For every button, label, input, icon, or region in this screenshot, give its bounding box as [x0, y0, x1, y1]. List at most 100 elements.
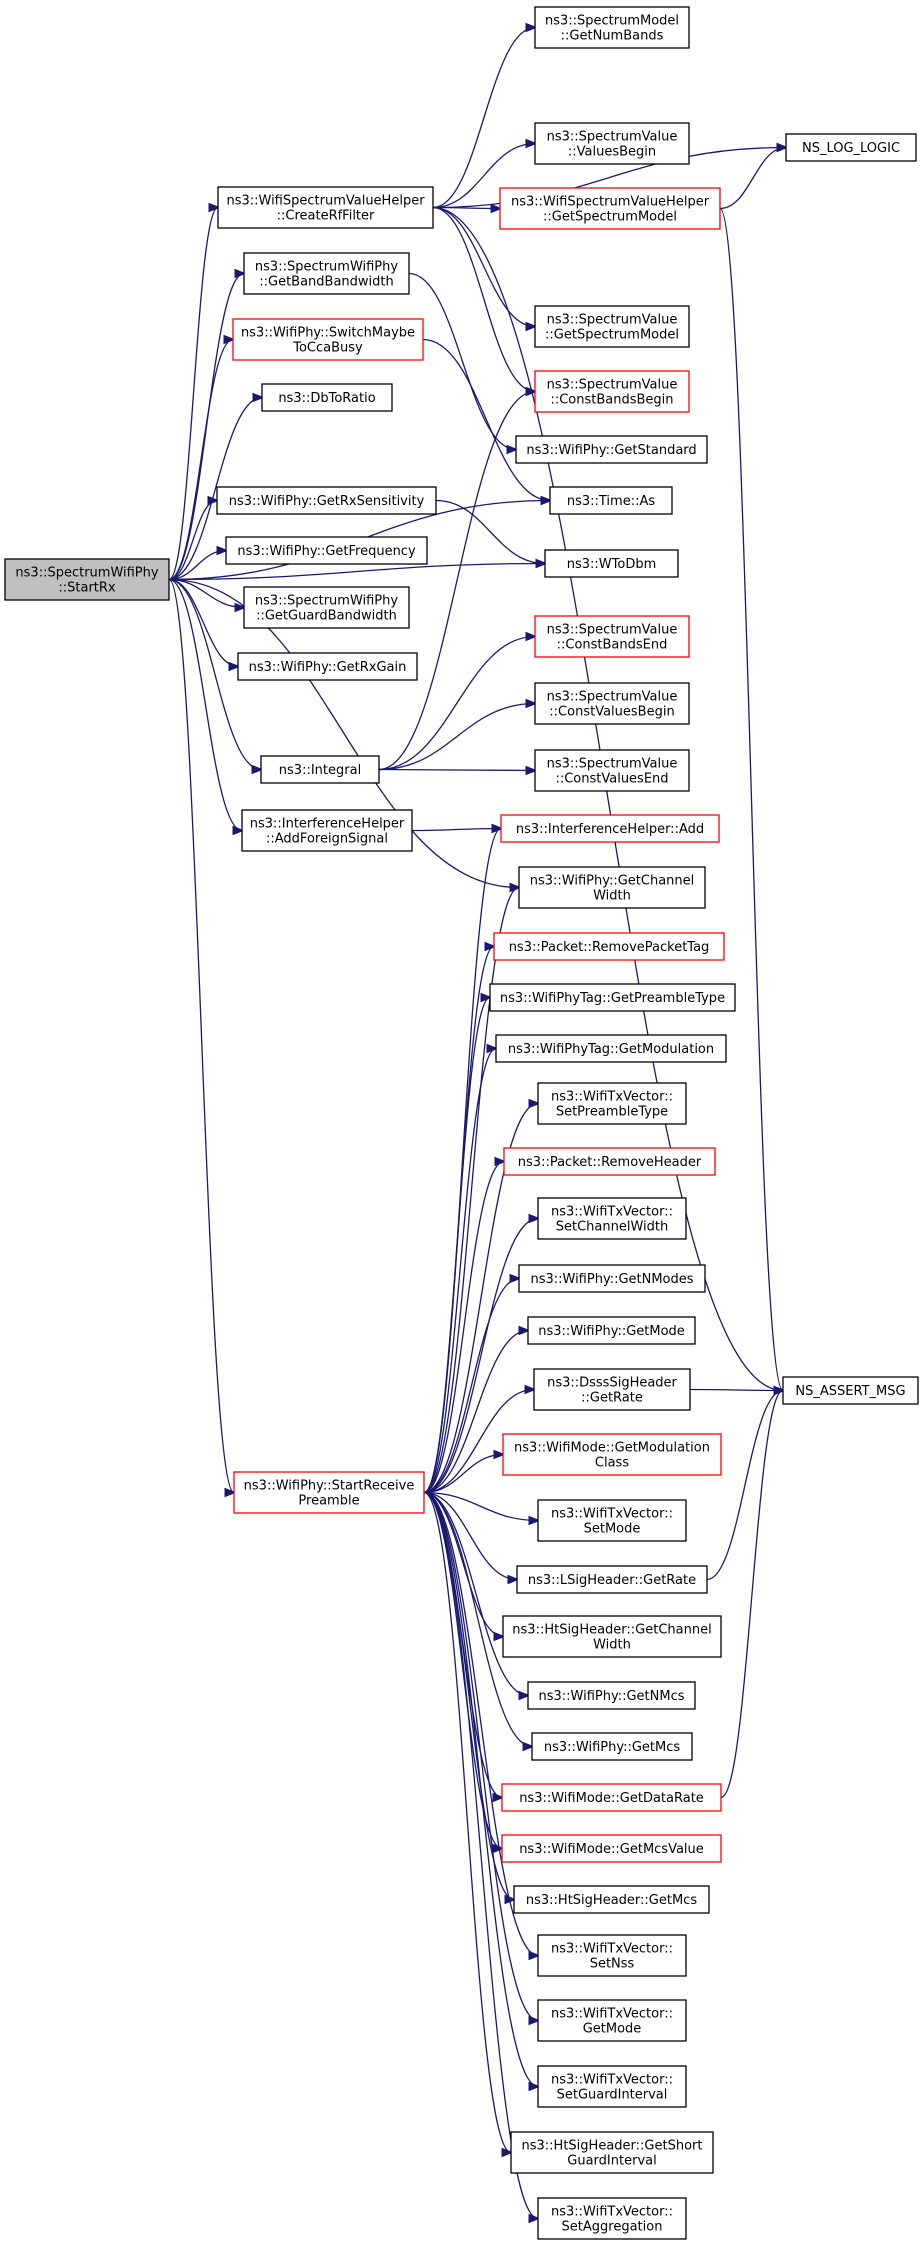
node-box [782, 1376, 919, 1405]
node-set-guard-interval[interactable]: ns3::WifiTxVector::SetGuardInterval [537, 2065, 687, 2108]
node-get-num-bands[interactable]: ns3::SpectrumModel::GetNumBands [534, 6, 690, 49]
node-label-line: ns3::WifiMode::GetMcsValue [519, 1842, 704, 1857]
node-label-line: ns3::SpectrumValue [547, 623, 678, 638]
node-label-line: ns3::WifiPhyTag::GetPreambleType [500, 991, 725, 1006]
node-const-bands-begin[interactable]: ns3::SpectrumValue::ConstBandsBegin [534, 370, 690, 413]
node-const-bands-end[interactable]: ns3::SpectrumValue::ConstBandsEnd [534, 615, 690, 658]
node-create-rf-filter[interactable]: ns3::WifiSpectrumValueHelper::CreateRfFi… [217, 186, 434, 229]
node-get-band-bandwidth[interactable]: ns3::SpectrumWifiPhy::GetBandBandwidth [243, 252, 410, 295]
node-ns-assert-msg[interactable]: NS_ASSERT_MSG [782, 1376, 919, 1405]
edge-switch_maybe_cca-to-time_as [422, 338, 550, 501]
node-label-line: Width [593, 1638, 631, 1653]
node-label-line: ns3::WifiPhy::GetRxGain [249, 660, 407, 675]
edge-start_receive_preamble-to-get_mode [423, 1331, 528, 1494]
node-label-line: ::StartRx [58, 581, 116, 596]
node-get-rx-gain[interactable]: ns3::WifiPhy::GetRxGain [237, 652, 418, 681]
node-box [785, 133, 917, 162]
edge-get_band_bandwidth-to-get_standard [408, 272, 516, 450]
node-ns-log-logic[interactable]: NS_LOG_LOGIC [785, 133, 917, 162]
node-lsig-get-rate[interactable]: ns3::LSigHeader::GetRate [516, 1565, 708, 1594]
node-label-line: ns3::WifiSpectrumValueHelper [511, 195, 710, 210]
node-get-mcs[interactable]: ns3::WifiPhy::GetMcs [531, 1732, 693, 1761]
edge-start_rx-to-start_receive_preamble [168, 578, 234, 1493]
node-label-line: ns3::Packet::RemoveHeader [518, 1155, 702, 1170]
node-label-line: Width [593, 889, 631, 904]
node-get-mcs-value[interactable]: ns3::WifiMode::GetMcsValue [501, 1834, 722, 1863]
node-label-line: NS_ASSERT_MSG [795, 1384, 905, 1399]
node-get-spectrum-model-helper[interactable]: ns3::WifiSpectrumValueHelper::GetSpectru… [499, 187, 721, 230]
node-box [233, 1471, 425, 1514]
node-get-guard-bandwidth[interactable]: ns3::SpectrumWifiPhy::GetGuardBandwidth [243, 586, 410, 629]
node-label-line: ns3::DsssSigHeader [547, 1376, 677, 1391]
node-remove-header[interactable]: ns3::Packet::RemoveHeader [503, 1147, 716, 1176]
node-set-aggregation[interactable]: ns3::WifiTxVector::SetAggregation [537, 2197, 687, 2240]
node-sv-get-spectrum-model[interactable]: ns3::SpectrumValue::GetSpectrumModel [534, 305, 690, 348]
node-integral[interactable]: ns3::Integral [260, 755, 380, 784]
node-get-data-rate[interactable]: ns3::WifiMode::GetDataRate [501, 1783, 722, 1812]
edge-start_receive_preamble-to-set_channel_width [423, 1219, 538, 1494]
node-get-n-mcs[interactable]: ns3::WifiPhy::GetNMcs [527, 1681, 696, 1710]
node-label-line: ns3::WifiPhy::GetMcs [544, 1740, 681, 1755]
node-box [534, 370, 690, 413]
node-label-line: ns3::WifiPhy::GetNModes [530, 1272, 693, 1287]
node-get-rx-sensitivity[interactable]: ns3::WifiPhy::GetRxSensitivity [216, 486, 437, 515]
node-label-line: ns3::LSigHeader::GetRate [528, 1573, 696, 1588]
node-const-values-begin[interactable]: ns3::SpectrumValue::ConstValuesBegin [534, 682, 690, 725]
node-get-n-modes[interactable]: ns3::WifiPhy::GetNModes [518, 1264, 706, 1293]
node-time-as[interactable]: ns3::Time::As [549, 486, 673, 515]
node-set-channel-width[interactable]: ns3::WifiTxVector::SetChannelWidth [537, 1197, 687, 1240]
node-box [500, 814, 720, 843]
node-label-line: ns3::WifiTxVector:: [551, 1205, 673, 1220]
node-set-nss[interactable]: ns3::WifiTxVector::SetNss [537, 1934, 687, 1977]
node-w-to-dbm[interactable]: ns3::WToDbm [544, 549, 679, 578]
node-dsss-get-rate[interactable]: ns3::DsssSigHeader::GetRate [533, 1368, 691, 1411]
node-label-line: ns3::WifiPhy::GetNMcs [538, 1689, 684, 1704]
node-box [527, 1316, 696, 1345]
node-label-line: SetAggregation [562, 2220, 663, 2235]
node-box [537, 2197, 687, 2240]
node-label-line: ::ConstValuesBegin [549, 705, 674, 720]
edge-create_rf_filter-to-sv_get_spectrum_model [432, 206, 535, 327]
node-get-standard[interactable]: ns3::WifiPhy::GetStandard [515, 435, 708, 464]
node-box [537, 1934, 687, 1977]
node-remove-packet-tag[interactable]: ns3::Packet::RemovePacketTag [493, 932, 725, 961]
node-db-to-ratio[interactable]: ns3::DbToRatio [261, 383, 393, 412]
node-const-values-end[interactable]: ns3::SpectrumValue::ConstValuesEnd [534, 749, 690, 792]
node-label-line: ns3::WifiPhy::GetChannel [530, 874, 695, 889]
edge-get_spectrum_model_helper-to-ns_assert_msg [719, 207, 783, 1391]
edge-start_rx-to-w_to_dbm [168, 564, 545, 581]
edge-start_receive_preamble-to-htsig_get_mcs [423, 1491, 514, 1900]
node-start-rx[interactable]: ns3::SpectrumWifiPhy::StartRx [4, 558, 170, 601]
edge-integral-to-const_bands_end [378, 637, 535, 771]
node-label-line: ::GetGuardBandwidth [256, 609, 397, 624]
node-get-mode[interactable]: ns3::WifiPhy::GetMode [527, 1316, 696, 1345]
node-label-line: SetPreambleType [556, 1105, 668, 1120]
node-box [544, 549, 679, 578]
edge-lsig_get_rate-to-ns_assert_msg [706, 1391, 783, 1581]
node-box [518, 1264, 706, 1293]
edge-start_receive_preamble-to-get_n_mcs [423, 1491, 528, 1696]
node-label-line: ToCcaBusy [292, 341, 363, 356]
node-ih-add[interactable]: ns3::InterferenceHelper::Add [500, 814, 720, 843]
edge-start_receive_preamble-to-get_n_modes [423, 1279, 519, 1494]
node-htsig-get-mcs[interactable]: ns3::HtSigHeader::GetMcs [513, 1885, 710, 1914]
node-set-mode[interactable]: ns3::WifiTxVector::SetMode [537, 1499, 687, 1542]
node-label-line: ns3::WifiPhy::SwitchMaybe [241, 326, 415, 341]
node-txv-get-mode[interactable]: ns3::WifiTxVector::GetMode [537, 1999, 687, 2042]
node-get-modulation[interactable]: ns3::WifiPhyTag::GetModulation [495, 1034, 727, 1063]
node-add-foreign-signal[interactable]: ns3::InterferenceHelper::AddForeignSigna… [241, 809, 413, 852]
node-get-preamble-type[interactable]: ns3::WifiPhyTag::GetPreambleType [489, 983, 736, 1012]
node-box [534, 682, 690, 725]
node-get-frequency[interactable]: ns3::WifiPhy::GetFrequency [225, 536, 428, 565]
node-values-begin[interactable]: ns3::SpectrumValue::ValuesBegin [534, 122, 690, 165]
node-box [537, 1197, 687, 1240]
node-box [501, 1834, 722, 1863]
edge-add_foreign_signal-to-ih_add [411, 829, 501, 831]
node-set-preamble-type[interactable]: ns3::WifiTxVector::SetPreambleType [537, 1082, 687, 1125]
